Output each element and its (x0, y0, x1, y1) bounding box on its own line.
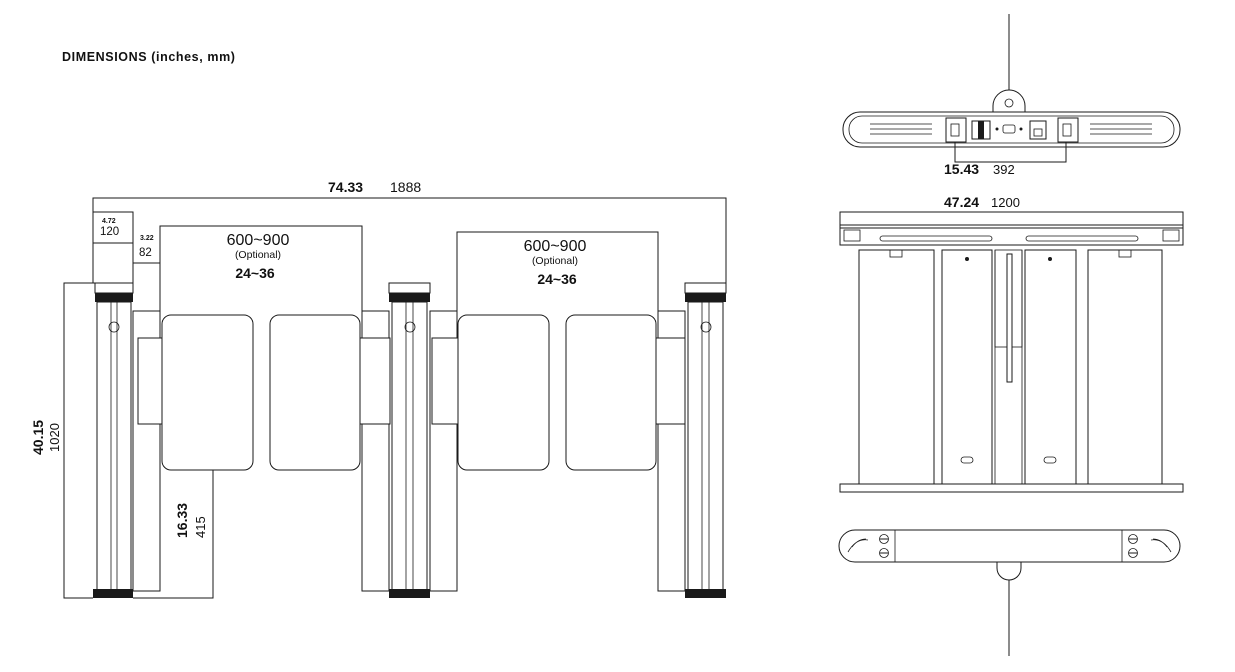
lane-left-mm: 600~900 (227, 232, 290, 249)
side-panel (858, 249, 935, 485)
side-panel (1087, 249, 1163, 485)
cabinet-offset-mm: 82 (139, 247, 152, 259)
side-panel (1024, 249, 1077, 485)
bottom-view (838, 529, 1181, 656)
height-in: 40.15 (30, 420, 46, 455)
panel-height-in: 16.33 (174, 503, 190, 538)
cabinet-center (388, 282, 431, 598)
glass-flap (457, 314, 550, 471)
glass-flap (269, 314, 361, 471)
side-base (839, 483, 1184, 493)
cabinet-offset-box (133, 262, 161, 315)
cabinet-width-in: 4.72 (102, 218, 116, 225)
cabinet-width-box (92, 242, 134, 284)
side-length-mm: 1200 (991, 195, 1020, 210)
lane-right-in: 24~36 (537, 271, 577, 287)
top-view-arm-hub (992, 89, 1026, 113)
top-spacing-in: 15.43 (944, 161, 979, 177)
top-spacing-dimension-line (954, 142, 1067, 163)
cabinet-width-mm: 120 (100, 226, 119, 238)
top-spacing-mm: 392 (993, 162, 1015, 177)
reader-icon (847, 538, 869, 553)
cabinet-width-tick (93, 211, 134, 243)
panel-height-mm: 415 (193, 516, 208, 538)
top-view: 15.43 392 (842, 14, 1181, 177)
front-view: 74.33 1888 4.72 120 3.22 82 600~900 (Opt… (30, 179, 727, 599)
overall-width-dimension-line (92, 197, 727, 283)
bottom-view-arm-hub (996, 561, 1022, 581)
cabinet-offset-in: 3.22 (140, 235, 154, 242)
reader-icon (1150, 538, 1172, 553)
cabinet-left (93, 282, 134, 598)
bottom-view-body (838, 529, 1181, 563)
lane-right-dimension-box (456, 231, 659, 315)
lane-right-note: (Optional) (532, 255, 578, 267)
side-top-rail (839, 211, 1184, 229)
top-view-body-outer (842, 111, 1181, 148)
lane-left-in: 24~36 (235, 265, 275, 281)
page-title: DIMENSIONS (inches, mm) (62, 50, 236, 64)
overall-width-in: 74.33 (328, 179, 363, 195)
height-dimension-line (63, 282, 93, 599)
glass-flap (565, 314, 657, 471)
side-length-in: 47.24 (944, 194, 979, 210)
panel-height-dimension-line (133, 470, 214, 599)
side-cover (839, 227, 1184, 246)
overall-width-mm: 1888 (390, 179, 421, 195)
lane-left-note: (Optional) (235, 249, 281, 261)
side-arm (1006, 253, 1013, 383)
lane-left-dimension-box (159, 225, 363, 315)
cabinet-right (684, 282, 727, 598)
glass-flap (161, 314, 254, 471)
height-mm: 1020 (47, 423, 62, 452)
side-panel (941, 249, 993, 485)
side-view: 47.24 1200 (839, 194, 1184, 493)
lane-right-mm: 600~900 (524, 238, 587, 255)
